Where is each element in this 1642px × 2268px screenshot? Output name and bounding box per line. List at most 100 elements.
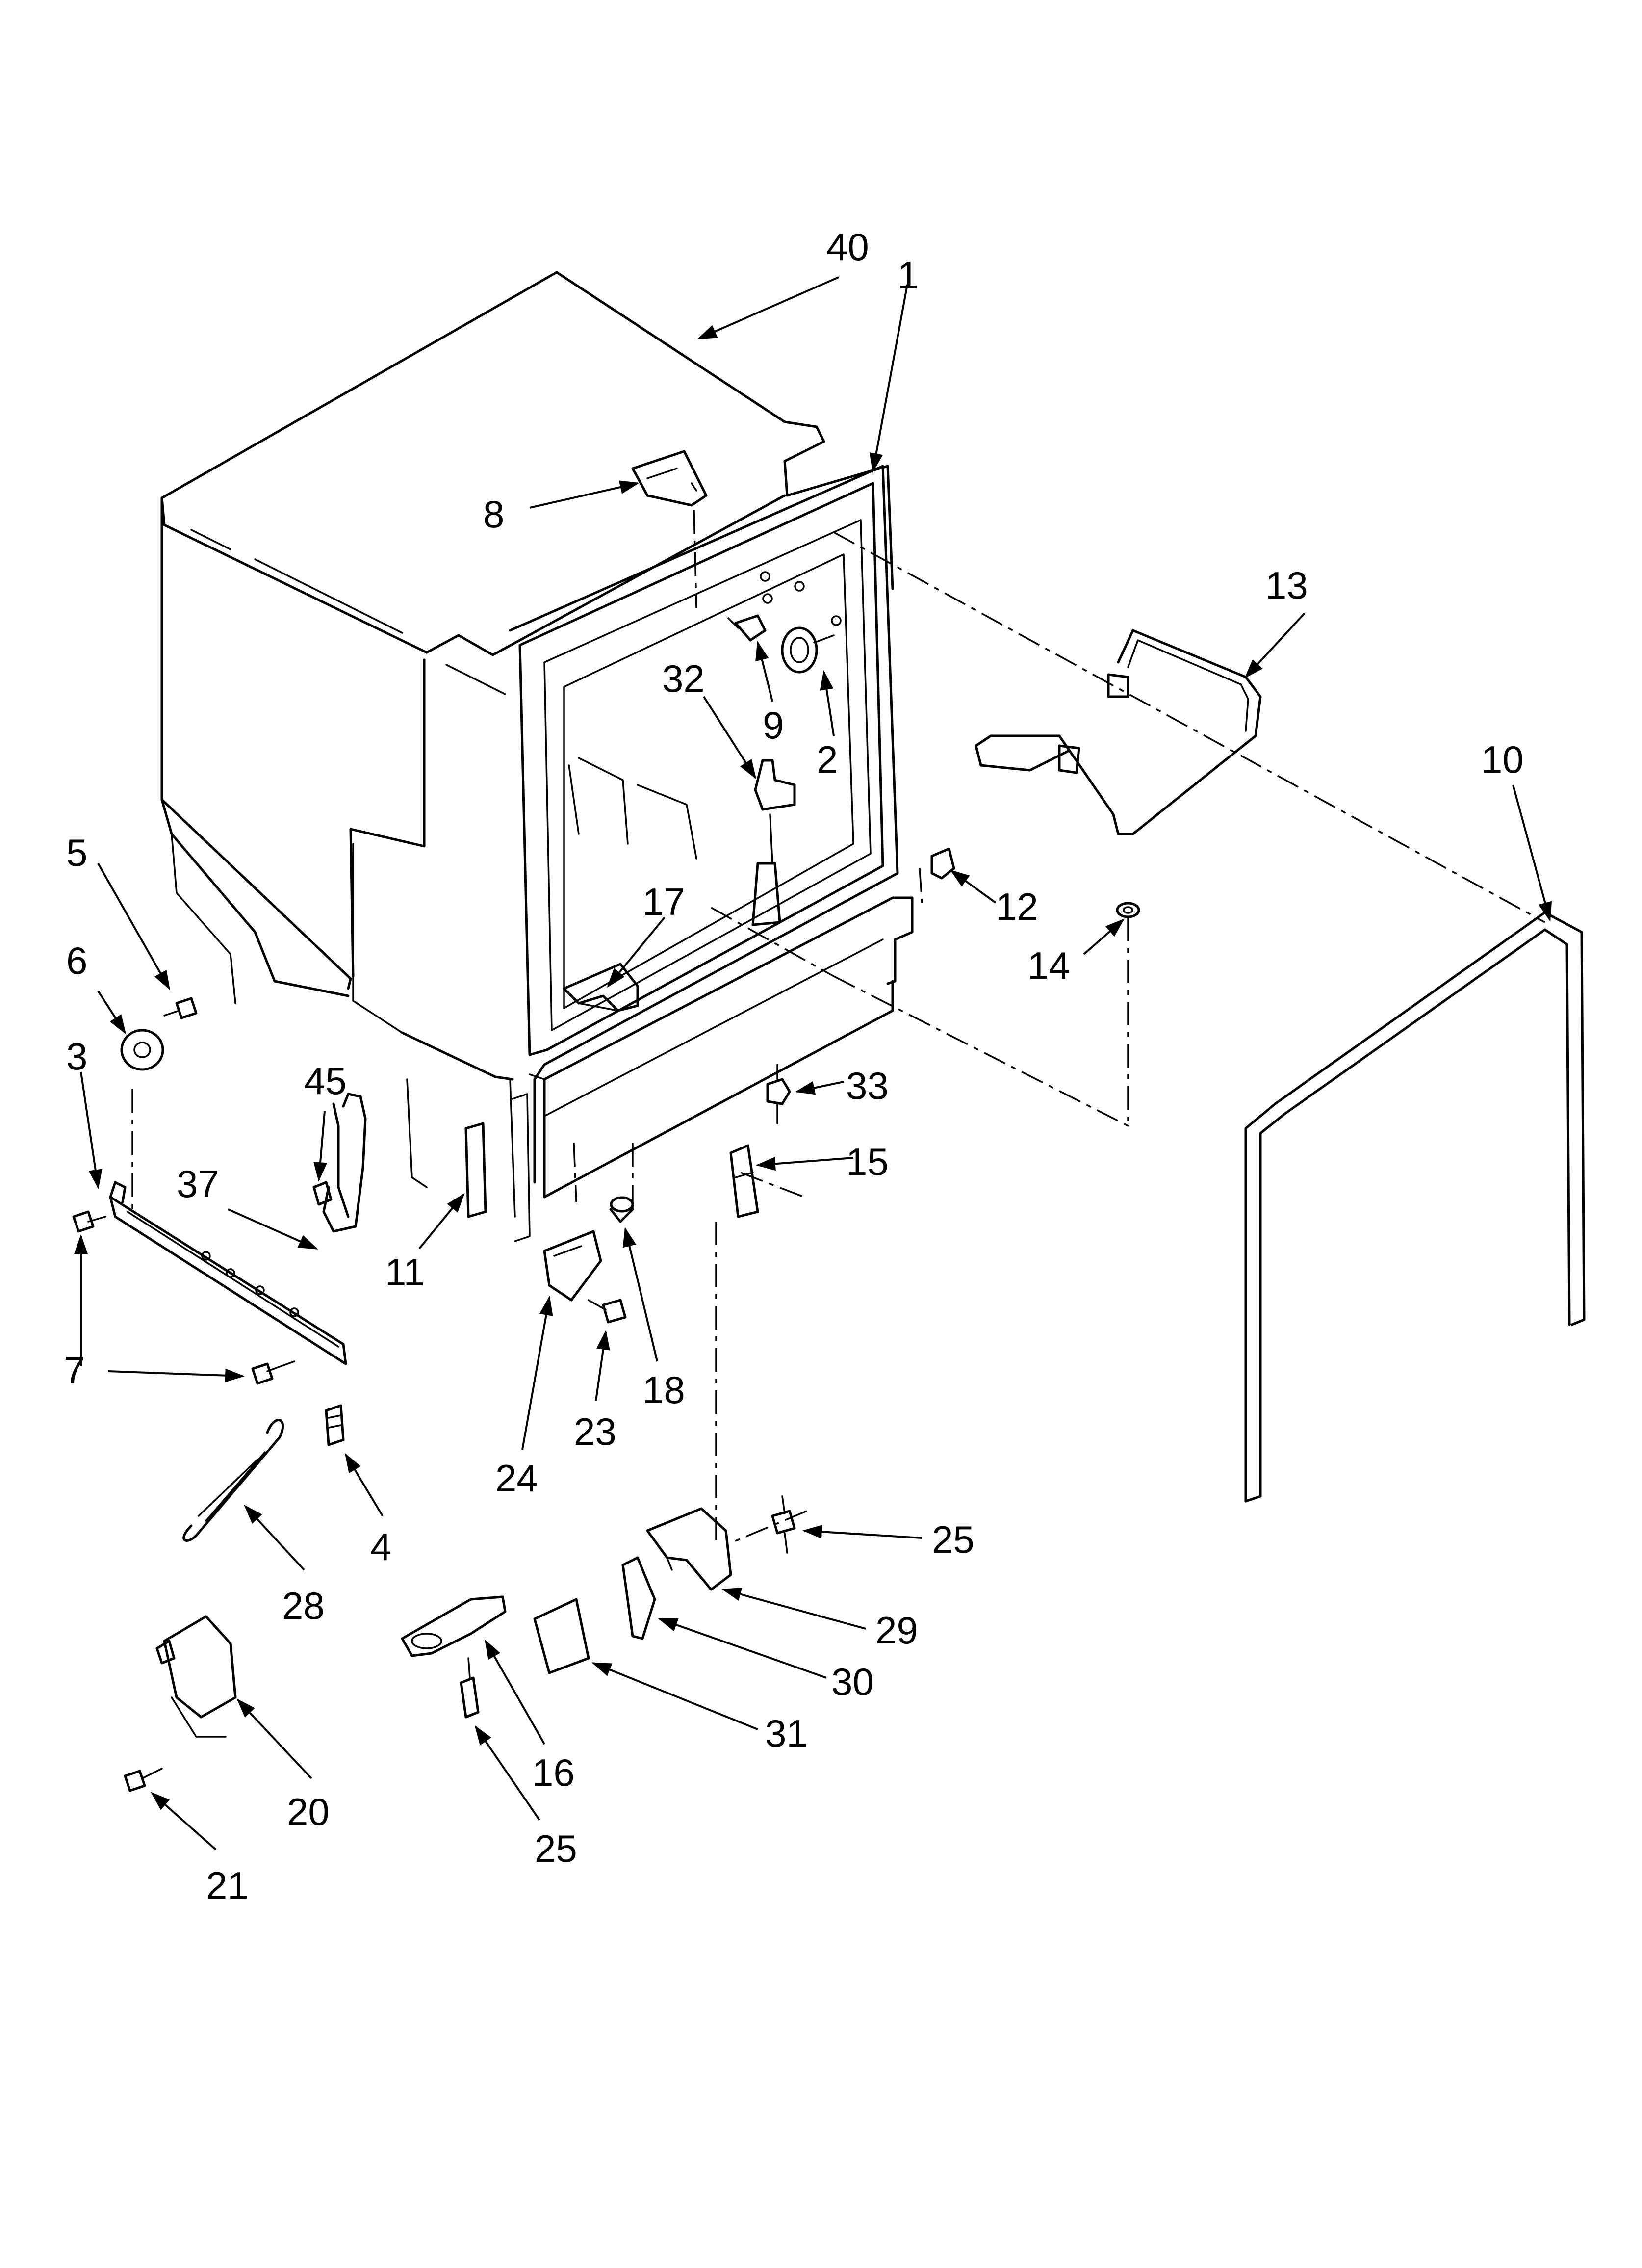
callout-5: 5 <box>66 831 87 874</box>
part-20-valve <box>155 1615 237 1738</box>
part-15-standoff <box>729 1144 759 1218</box>
leader-25a <box>802 1525 923 1539</box>
leader-18 <box>622 1227 658 1362</box>
callout-21: 21 <box>206 1864 249 1907</box>
part-33-nut <box>766 1064 791 1124</box>
callout-15: 15 <box>846 1140 889 1183</box>
callout-28: 28 <box>282 1584 325 1627</box>
part-25-screw-a <box>771 1495 796 1554</box>
callout-23: 23 <box>574 1410 616 1453</box>
callout-4: 4 <box>370 1525 391 1568</box>
leader-33 <box>795 1081 844 1095</box>
part-45-clip <box>312 1181 333 1206</box>
callout-24: 24 <box>495 1457 538 1500</box>
leader-14 <box>1083 918 1125 955</box>
part-14-washer <box>1116 902 1140 918</box>
leader-3 <box>80 1071 103 1189</box>
leader-24 <box>521 1296 553 1450</box>
part-11-strip <box>406 1078 487 1218</box>
part-23-screw <box>588 1299 627 1324</box>
part-4-leg <box>325 1404 345 1446</box>
leader-10 <box>1512 784 1552 922</box>
leader-17 <box>607 916 666 988</box>
callout-20: 20 <box>287 1790 330 1833</box>
callout-3: 3 <box>66 1035 87 1078</box>
leader-1 <box>869 284 908 473</box>
callout-29: 29 <box>875 1609 918 1652</box>
callout-45: 45 <box>304 1059 347 1102</box>
part-5-screw <box>163 997 198 1019</box>
callout-9: 9 <box>763 704 784 747</box>
callout-12: 12 <box>996 885 1038 928</box>
callout-31: 31 <box>765 1712 808 1755</box>
leader-2 <box>820 670 835 736</box>
part-7-screw-a <box>72 1210 106 1233</box>
leader-8 <box>529 480 640 509</box>
callout-13: 13 <box>1265 564 1308 607</box>
tub-front-frame <box>509 465 914 1199</box>
callout-8: 8 <box>483 493 504 536</box>
part-7-screw-b <box>251 1360 295 1385</box>
part-2-knob <box>760 571 842 674</box>
leader-13 <box>1244 612 1306 678</box>
callout-10: 10 <box>1481 738 1524 781</box>
callout-7: 7 <box>64 1349 85 1392</box>
part-25-screw-b <box>460 1657 480 1719</box>
part-13-tube <box>975 629 1262 835</box>
leader-25b <box>474 1725 540 1821</box>
leader-lines <box>74 276 1552 1851</box>
callout-40: 40 <box>826 225 869 268</box>
leader-37 <box>228 1208 318 1250</box>
leader-31 <box>591 1662 758 1730</box>
part-32-float <box>751 759 796 926</box>
part-12-clip <box>919 847 955 903</box>
part-24-switch <box>543 1230 602 1302</box>
part-37-hose <box>322 1093 367 1233</box>
part-9-screw <box>693 510 767 642</box>
leader-12 <box>949 869 997 904</box>
callout-2: 2 <box>817 738 838 781</box>
part-16-hinge <box>401 1595 507 1657</box>
part-29-latch <box>646 1507 732 1591</box>
part-6-grommet <box>120 1029 164 1071</box>
leader-28 <box>244 1505 305 1571</box>
assembly-lines <box>131 531 1545 1545</box>
callout-30: 30 <box>831 1660 874 1703</box>
callout-25: 25 <box>932 1518 975 1561</box>
part-18-thermostat <box>609 1196 634 1223</box>
callout-6: 6 <box>66 939 87 982</box>
part-10-frame <box>1244 911 1586 1503</box>
leader-40 <box>697 276 839 339</box>
callout-32: 32 <box>662 657 705 700</box>
callout-25-b: 25 <box>535 1827 577 1870</box>
leader-23 <box>595 1330 610 1401</box>
callout-14: 14 <box>1027 944 1070 987</box>
leader-29 <box>721 1588 866 1630</box>
leader-15 <box>756 1157 854 1171</box>
callout-16: 16 <box>532 1751 575 1794</box>
leader-20 <box>236 1698 312 1779</box>
part-3-bracket <box>109 1181 347 1365</box>
part-30-lever <box>621 1556 656 1640</box>
callout-1: 1 <box>898 254 919 297</box>
leader-7b <box>107 1368 245 1382</box>
part-31-cover <box>533 1598 590 1674</box>
leader-9 <box>755 641 773 702</box>
part-28-spring <box>182 1419 284 1542</box>
callout-33: 33 <box>846 1064 889 1107</box>
leader-32 <box>703 696 757 780</box>
callout-17: 17 <box>642 880 685 923</box>
callout-37: 37 <box>177 1162 219 1205</box>
callout-11: 11 <box>385 1251 425 1294</box>
leader-5 <box>97 863 170 991</box>
part-21-screw <box>124 1768 163 1792</box>
tub-cabinet <box>160 271 894 1242</box>
part-8-bracket <box>631 450 708 507</box>
leader-30 <box>658 1618 827 1679</box>
leader-45 <box>313 1111 328 1182</box>
callout-18: 18 <box>642 1368 685 1411</box>
leader-6 <box>97 990 127 1035</box>
leader-4 <box>344 1453 384 1517</box>
leader-11 <box>418 1193 465 1250</box>
